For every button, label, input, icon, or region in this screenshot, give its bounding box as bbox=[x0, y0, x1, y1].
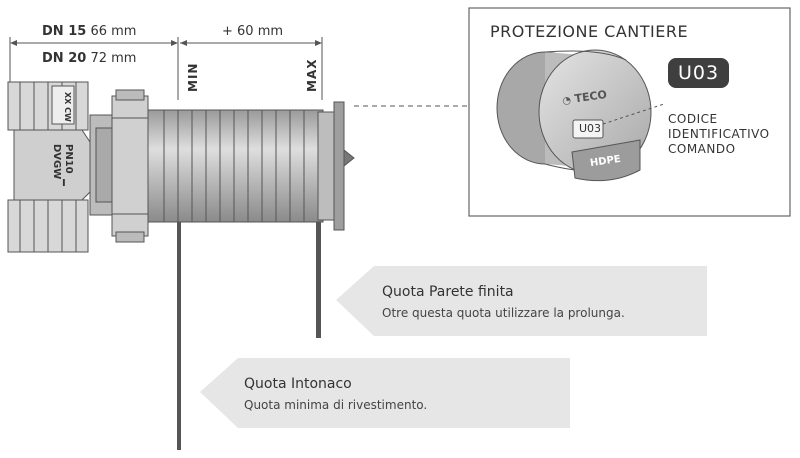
dn20-dimension: DN 20 72 mm bbox=[42, 51, 137, 66]
min-label: MIN bbox=[186, 62, 200, 92]
extension-dimension: + 60 mm bbox=[222, 24, 284, 39]
callout-backgrounds bbox=[200, 266, 707, 428]
code-badge: U03 bbox=[668, 58, 730, 88]
dn15-dimension: DN 15 66 mm bbox=[42, 24, 137, 39]
code-description: CODICE IDENTIFICATIVO COMANDO bbox=[668, 112, 770, 156]
callout-plaster-text: Quota minima di rivestimento. bbox=[244, 398, 428, 412]
size-marking: I bbox=[62, 178, 66, 189]
panel-title: PROTEZIONE CANTIERE bbox=[490, 22, 689, 41]
pn-marking: PN10 bbox=[63, 144, 74, 174]
cap-code: U03 bbox=[579, 122, 602, 135]
callout-finished-wall-title: Quota Parete finita bbox=[382, 284, 514, 300]
dimension-lines bbox=[9, 37, 323, 100]
callout-plaster-title: Quota Intonaco bbox=[244, 376, 352, 392]
protection-cap bbox=[496, 49, 652, 182]
valve-body bbox=[7, 81, 149, 253]
code-leader bbox=[602, 103, 665, 125]
max-label: MAX bbox=[305, 58, 319, 92]
wall-level-rods bbox=[177, 222, 321, 450]
extension-sleeve bbox=[147, 101, 355, 231]
dvgw-marking: DVGW bbox=[51, 144, 62, 180]
teco-logo-icon: ◔ bbox=[561, 94, 572, 108]
cap-marking: XX CW bbox=[63, 92, 72, 122]
callout-finished-wall-text: Otre questa quota utilizzare la prolunga… bbox=[382, 306, 625, 320]
